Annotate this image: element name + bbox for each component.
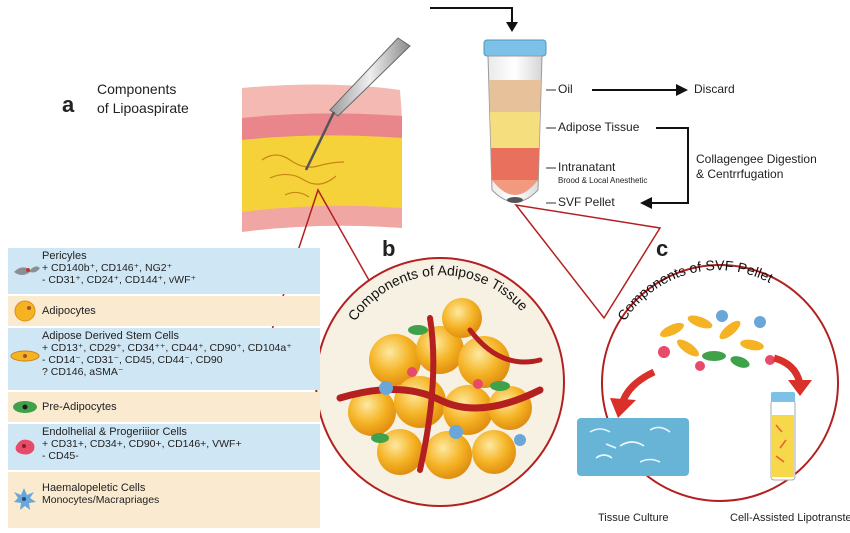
cannula	[304, 37, 411, 171]
preadipocyte-icon	[8, 392, 42, 422]
legend-adipocytes-title: Adipocytes	[42, 305, 96, 317]
legend-row-preadipocytes: Pre-Adipocytes	[8, 392, 320, 422]
cone-c	[514, 203, 662, 320]
label-discard: Discard	[694, 82, 735, 96]
svf-pellet-circle	[577, 264, 839, 502]
centrifuge-tube	[483, 39, 547, 203]
legend-endothelial-title: Endolhelial & Progeriiior Cells	[42, 426, 187, 438]
input-arrow	[430, 7, 513, 24]
panel-a-title-line2: of Lipoaspirate	[97, 100, 189, 116]
stem-cell-icon	[8, 328, 42, 390]
legend-pericytes-title: Pericyles	[42, 250, 87, 262]
panel-c-letter: c	[656, 236, 669, 261]
panel-a-letter: a	[62, 92, 75, 117]
panel-b-letter: b	[382, 236, 396, 261]
cell-legend: Pericyles + CD140b⁺, CD146⁺, NG2⁺ - CD31…	[8, 248, 320, 530]
legend-row-adipocytes: Adipocytes	[8, 296, 320, 326]
label-intranatant: Intranatant	[558, 160, 616, 174]
legend-endothelial-line1: + CD31+, CD34+, CD90+, CD146+, VWF+	[42, 438, 242, 450]
legend-stem-cells-line1: + CD13⁺, CD29⁺, CD34⁺⁺, CD44⁺, CD90⁺, CD…	[42, 342, 292, 354]
legend-stem-cells-line3: ? CD146, aSMA⁻	[42, 366, 124, 378]
panel-a-title: Components of Lipoaspirate	[97, 80, 189, 118]
legend-row-stem-cells: Adipose Derived Stem Cells + CD13⁺, CD29…	[8, 328, 320, 390]
legend-stem-cells-line2: - CD14⁻, CD31⁻, CD45, CD44⁻, CD90	[42, 354, 223, 366]
digestion-bracket	[650, 127, 689, 204]
label-tissue-culture: Tissue Culture	[598, 512, 669, 524]
haematopoietic-cell-icon	[8, 472, 42, 528]
label-digestion: Collagengee Digestion & Centrrfugation	[696, 152, 817, 182]
label-lipotransfer: Cell-Assisted Lipotranster	[730, 512, 850, 524]
legend-preadipocytes-title: Pre-Adipocytes	[42, 401, 117, 413]
digestion-line1: Collagengee Digestion	[696, 152, 817, 166]
legend-haematopoietic-title: Haemalopeletic Cells	[42, 482, 146, 494]
pericyte-icon	[8, 248, 42, 294]
skin-tissue-block	[242, 84, 402, 232]
legend-row-pericytes: Pericyles + CD140b⁺, CD146⁺, NG2⁺ - CD31…	[8, 248, 320, 294]
legend-row-endothelial: Endolhelial & Progeriiior Cells + CD31+,…	[8, 424, 320, 470]
legend-stem-cells-title: Adipose Derived Stem Cells	[42, 330, 179, 342]
adipocyte-icon	[8, 296, 42, 326]
digestion-line2: & Centrrfugation	[696, 167, 784, 181]
legend-haematopoietic-line1: Monocytes/Macrapriages	[42, 494, 160, 506]
legend-pericytes-line2: - CD31⁺, CD24⁺, CD144⁺, vWF⁺	[42, 274, 197, 286]
label-adipose-tissue: Adipose Tissue	[558, 120, 640, 134]
label-svf-pellet: SVF Pellet	[558, 195, 615, 209]
adipose-tissue-circle	[315, 257, 565, 507]
label-intranatant-sub: Brood & Local Anesthetic	[558, 176, 648, 185]
label-oil: Oil	[558, 82, 573, 96]
panel-a-title-line1: Components	[97, 81, 177, 97]
legend-pericytes-line1: + CD140b⁺, CD146⁺, NG2⁺	[42, 262, 173, 274]
legend-endothelial-line2: - CD45-	[42, 450, 79, 462]
legend-row-haematopoietic: Haemalopeletic Cells Monocytes/Macrapria…	[8, 472, 320, 528]
endothelial-cell-icon	[8, 424, 42, 470]
